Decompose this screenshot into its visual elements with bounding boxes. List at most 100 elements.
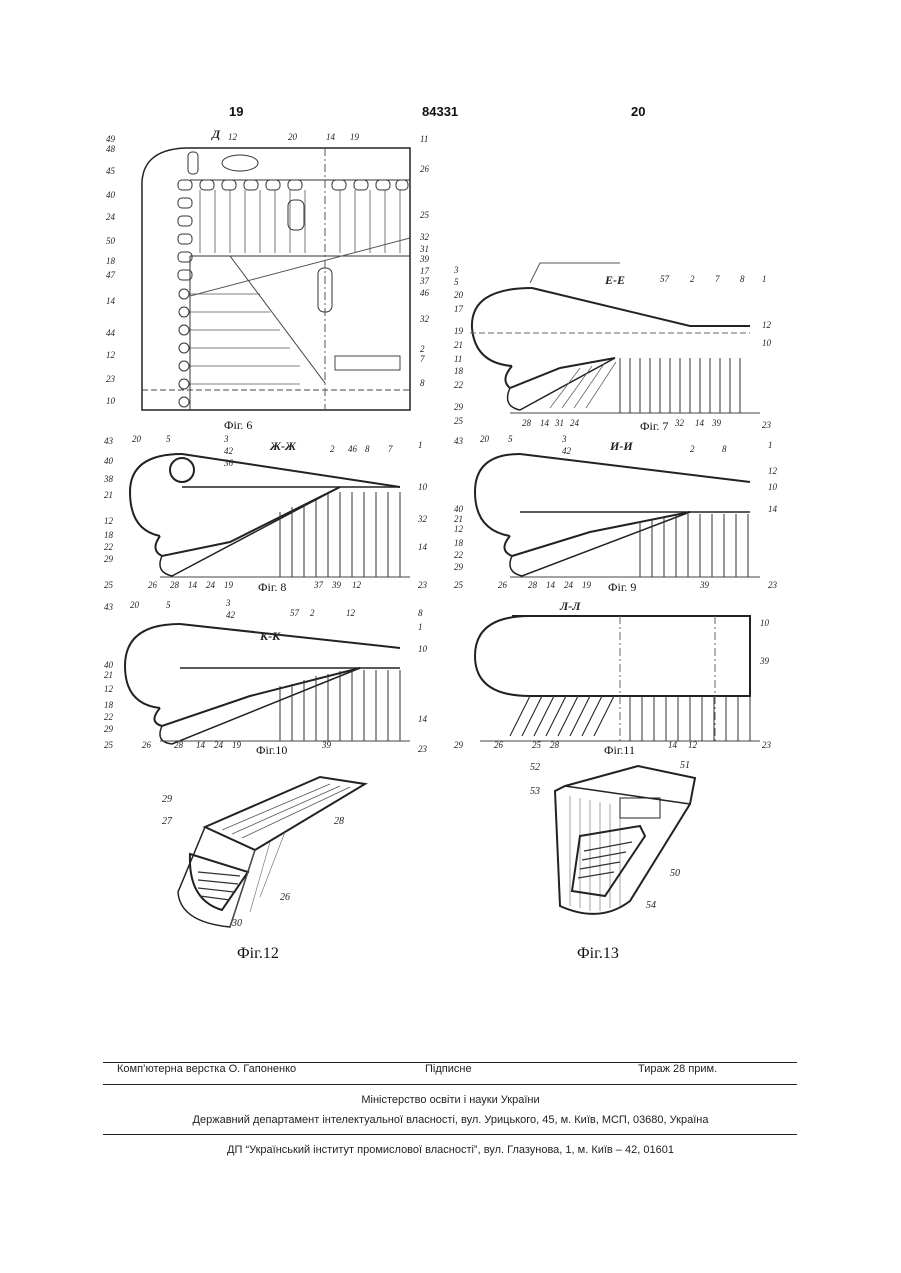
svg-text:7: 7 <box>420 354 425 364</box>
svg-text:19: 19 <box>454 326 464 336</box>
svg-text:30: 30 <box>231 918 242 929</box>
svg-text:37: 37 <box>313 580 324 590</box>
svg-text:32: 32 <box>674 418 685 428</box>
ministry-line: Міністерство освіти і науки України <box>0 1094 901 1106</box>
svg-text:40: 40 <box>106 190 116 200</box>
svg-text:10: 10 <box>106 396 116 406</box>
svg-text:29: 29 <box>104 724 114 734</box>
svg-text:29: 29 <box>104 554 114 564</box>
svg-text:57: 57 <box>660 274 670 284</box>
fig10-caption: Фіг.10 <box>256 743 287 758</box>
svg-text:7: 7 <box>715 274 720 284</box>
svg-text:1: 1 <box>768 440 773 450</box>
svg-text:19: 19 <box>582 580 592 590</box>
svg-text:23: 23 <box>418 580 428 590</box>
svg-text:24: 24 <box>206 580 216 590</box>
fig11-section-label: Л-Л <box>559 599 581 613</box>
svg-text:22: 22 <box>104 712 114 722</box>
page-number-left: 19 <box>229 104 243 119</box>
svg-text:12: 12 <box>688 740 698 750</box>
svg-text:37: 37 <box>419 276 430 286</box>
svg-text:25: 25 <box>104 580 114 590</box>
svg-text:43: 43 <box>104 436 114 446</box>
signed-label: Підписне <box>425 1063 472 1075</box>
institute-line: ДП “Український інститут промислової вла… <box>0 1144 901 1156</box>
svg-text:12: 12 <box>228 132 238 142</box>
svg-text:1: 1 <box>418 622 423 632</box>
svg-text:24: 24 <box>214 740 224 750</box>
svg-text:12: 12 <box>454 524 464 534</box>
svg-text:50: 50 <box>670 868 680 879</box>
svg-text:23: 23 <box>762 740 772 750</box>
fig9-section-label: И-И <box>609 439 633 453</box>
svg-text:28: 28 <box>174 740 184 750</box>
svg-text:20: 20 <box>288 132 298 142</box>
svg-text:20: 20 <box>130 600 140 610</box>
svg-text:10: 10 <box>418 482 428 492</box>
svg-text:5: 5 <box>454 277 459 287</box>
fig8-section-label: Ж-Ж <box>269 439 297 453</box>
svg-text:32: 32 <box>419 314 430 324</box>
svg-text:17: 17 <box>420 266 430 276</box>
svg-text:26: 26 <box>280 892 290 903</box>
svg-text:24: 24 <box>106 212 116 222</box>
svg-text:1: 1 <box>418 440 423 450</box>
svg-text:42: 42 <box>226 610 236 620</box>
svg-text:28: 28 <box>334 816 344 827</box>
svg-text:42: 42 <box>562 446 572 456</box>
svg-text:3: 3 <box>561 434 567 444</box>
footer-rule-3 <box>103 1134 797 1135</box>
svg-text:25: 25 <box>420 210 430 220</box>
svg-text:26: 26 <box>498 580 508 590</box>
svg-text:43: 43 <box>454 436 464 446</box>
svg-text:14: 14 <box>418 714 428 724</box>
figure-11-drawing: Л-Л 103923 292625 281412 <box>450 596 790 756</box>
svg-text:22: 22 <box>454 550 464 560</box>
svg-text:12: 12 <box>768 466 778 476</box>
svg-text:49: 49 <box>106 134 116 144</box>
svg-text:25: 25 <box>454 580 464 590</box>
svg-text:25: 25 <box>532 740 542 750</box>
svg-text:14: 14 <box>326 132 336 142</box>
svg-text:44: 44 <box>106 328 116 338</box>
department-line: Державний департамент інтелектуальної вл… <box>0 1114 901 1126</box>
fig6-section-label: Д <box>211 127 221 141</box>
fig8-caption: Фіг. 8 <box>258 580 286 595</box>
svg-text:47: 47 <box>106 270 116 280</box>
svg-text:3: 3 <box>453 265 459 275</box>
svg-text:2: 2 <box>330 444 335 454</box>
svg-text:8: 8 <box>420 378 425 388</box>
svg-text:39: 39 <box>321 740 332 750</box>
svg-text:7: 7 <box>388 444 393 454</box>
fig6-caption: Фіг. 6 <box>224 418 252 433</box>
svg-text:38: 38 <box>103 474 114 484</box>
svg-text:5: 5 <box>166 600 171 610</box>
svg-text:21: 21 <box>454 514 463 524</box>
svg-text:39: 39 <box>699 580 710 590</box>
svg-text:27: 27 <box>162 816 173 827</box>
svg-text:39: 39 <box>419 254 430 264</box>
svg-text:14: 14 <box>695 418 705 428</box>
svg-text:14: 14 <box>540 418 550 428</box>
svg-text:10: 10 <box>768 482 778 492</box>
figure-10-drawing: К-К 43205 34257 2128 11014 23 402112 182… <box>100 596 440 756</box>
svg-text:17: 17 <box>454 304 464 314</box>
svg-text:22: 22 <box>104 542 114 552</box>
svg-text:52: 52 <box>530 762 540 773</box>
svg-text:19: 19 <box>232 740 242 750</box>
svg-text:24: 24 <box>564 580 574 590</box>
svg-text:8: 8 <box>740 274 745 284</box>
svg-text:24: 24 <box>570 418 580 428</box>
svg-text:2: 2 <box>690 274 695 284</box>
svg-text:2: 2 <box>420 344 425 354</box>
svg-text:14: 14 <box>546 580 556 590</box>
svg-text:29: 29 <box>454 402 464 412</box>
svg-text:39: 39 <box>331 580 342 590</box>
svg-text:19: 19 <box>224 580 234 590</box>
svg-text:31: 31 <box>554 418 564 428</box>
svg-text:43: 43 <box>104 602 114 612</box>
figure-7-drawing: Е-Е 3520 171921 111822 2925 5727 8112 10… <box>450 258 790 433</box>
svg-text:40: 40 <box>104 660 114 670</box>
svg-text:29: 29 <box>162 794 172 805</box>
svg-text:12: 12 <box>104 516 114 526</box>
